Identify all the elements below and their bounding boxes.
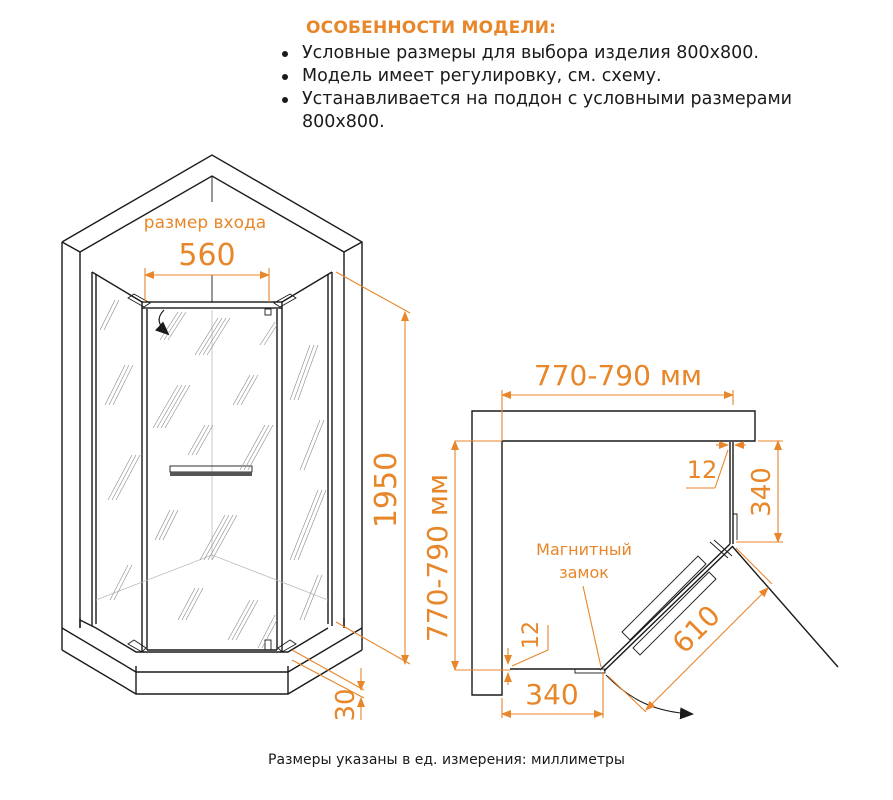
height-value: 1950 [369, 452, 404, 528]
side-top-value: 340 [747, 467, 777, 517]
door-open-arrow-icon [605, 674, 694, 720]
door-width-value: 610 [666, 599, 727, 660]
plan-view-drawing [471, 410, 839, 720]
adjust-top-value: 12 [687, 456, 718, 484]
units-note: Размеры указаны в ед. измерения: миллиме… [268, 752, 625, 768]
plan-width-value: 770-790 мм [534, 359, 702, 392]
features-block: ОСОБЕННОСТИ МОДЕЛИ: Условные размеры для… [278, 18, 878, 134]
plan-depth-value: 770-790 мм [421, 474, 454, 642]
entrance-label: размер входа [144, 213, 266, 233]
adjust-left-value: 12 [519, 621, 544, 649]
features-list: Условные размеры для выбора изделия 800х… [278, 42, 878, 134]
front-view-drawing [61, 154, 363, 695]
tray-height-value: 30 [331, 688, 361, 721]
plan-view-dimensions: 770-790 мм 770-790 мм 12 340 12 340 610 [421, 359, 783, 718]
door-swing-arrow-icon [155, 309, 170, 336]
magnet-label-line1: Магнитный [536, 540, 632, 559]
feature-item: Условные размеры для выбора изделия 800х… [282, 42, 878, 65]
feature-item: Устанавливается на поддон с условными ра… [282, 88, 878, 134]
magnet-label-line2: замок [559, 563, 609, 582]
entrance-width-value: 560 [178, 238, 235, 273]
front-view-dimensions: размер входа 560 1950 30 [144, 213, 411, 722]
feature-item: Модель имеет регулировку, см. схему. [282, 65, 878, 88]
side-bottom-value: 340 [525, 678, 578, 711]
features-title: ОСОБЕННОСТИ МОДЕЛИ: [306, 18, 557, 38]
